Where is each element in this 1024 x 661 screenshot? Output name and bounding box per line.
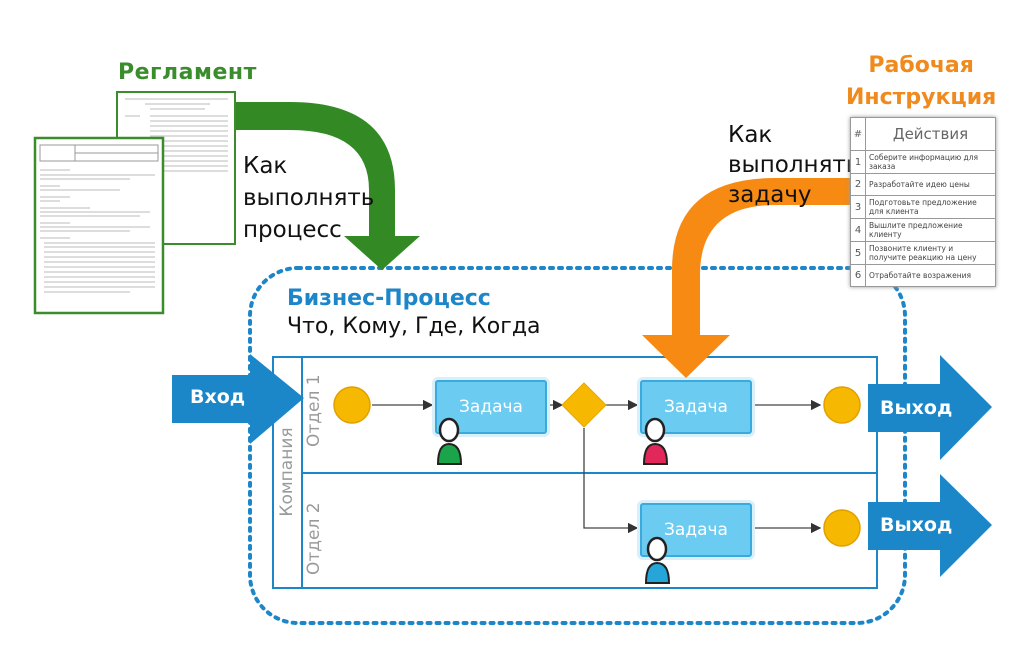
row-action: Разработайте идею цены xyxy=(865,173,996,196)
output-label-1: Выход xyxy=(880,397,953,419)
row-action: Соберите информацию для заказа xyxy=(865,150,996,174)
table-row: 6 Отработайте возражения xyxy=(850,264,996,287)
start-event xyxy=(333,386,371,424)
row-action: Отработайте возражения xyxy=(865,264,996,287)
output-label-2: Выход xyxy=(880,514,953,536)
task-3: Задача xyxy=(640,503,752,557)
row-number: 2 xyxy=(850,173,866,196)
row-number: 6 xyxy=(850,264,866,287)
table-row: 5 Позвоните клиенту и получите реакцию н… xyxy=(850,241,996,265)
process-title: Бизнес-Процесс xyxy=(287,286,491,311)
row-action: Вышлите предложение клиенту xyxy=(865,218,996,242)
instruction-how: Как выполнять задачу xyxy=(728,120,859,210)
input-label: Вход xyxy=(190,386,246,408)
row-number: 4 xyxy=(850,218,866,242)
table-row: 4 Вышлите предложение клиенту xyxy=(850,218,996,242)
instruction-table-title: Действия xyxy=(865,117,996,151)
row-number: 3 xyxy=(850,195,866,219)
gateway xyxy=(561,382,607,428)
instruction-table-header: # Действия xyxy=(850,117,996,151)
table-row: 2 Разработайте идею цены xyxy=(850,173,996,196)
end-event-2 xyxy=(823,509,861,547)
reglament-how-line-2: выполнять xyxy=(243,185,375,211)
reglament-how-line-3: процесс xyxy=(243,217,342,243)
instruction-how-line-3: задачу xyxy=(728,182,812,208)
reglament-title: Регламент xyxy=(118,60,257,85)
instruction-title: Рабочая Инструкция xyxy=(846,50,996,114)
instruction-table: # Действия 1 Соберите информацию для зак… xyxy=(850,117,996,287)
reglament-how: Как выполнять процесс xyxy=(243,150,374,246)
table-row: 3 Подготовьте предложение для клиента xyxy=(850,195,996,219)
instruction-title-line-1: Рабочая xyxy=(868,53,974,78)
row-number: 5 xyxy=(850,241,866,265)
instruction-title-line-2: Инструкция xyxy=(846,85,997,110)
instruction-table-num-header: # xyxy=(850,117,866,151)
reglament-how-line-1: Как xyxy=(243,153,288,179)
person-icon-red xyxy=(642,417,669,465)
instruction-how-line-2: выполнять xyxy=(728,152,860,178)
process-subtitle: Что, Кому, Где, Когда xyxy=(287,314,541,339)
instruction-how-line-1: Как xyxy=(728,122,773,148)
table-row: 1 Соберите информацию для заказа xyxy=(850,150,996,174)
end-event-1 xyxy=(823,386,861,424)
row-number: 1 xyxy=(850,150,866,174)
row-action: Подготовьте предложение для клиента xyxy=(865,195,996,219)
person-icon-green xyxy=(436,417,463,465)
row-action: Позвоните клиенту и получите реакцию на … xyxy=(865,241,996,265)
person-icon-blue xyxy=(644,536,671,584)
